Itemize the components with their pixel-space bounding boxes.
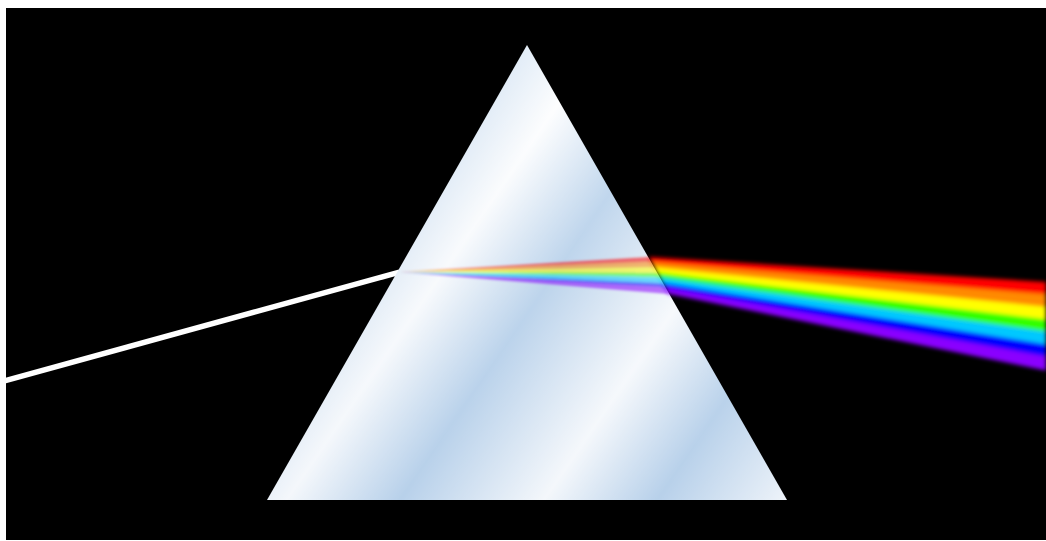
prism-scene [0, 0, 1046, 541]
